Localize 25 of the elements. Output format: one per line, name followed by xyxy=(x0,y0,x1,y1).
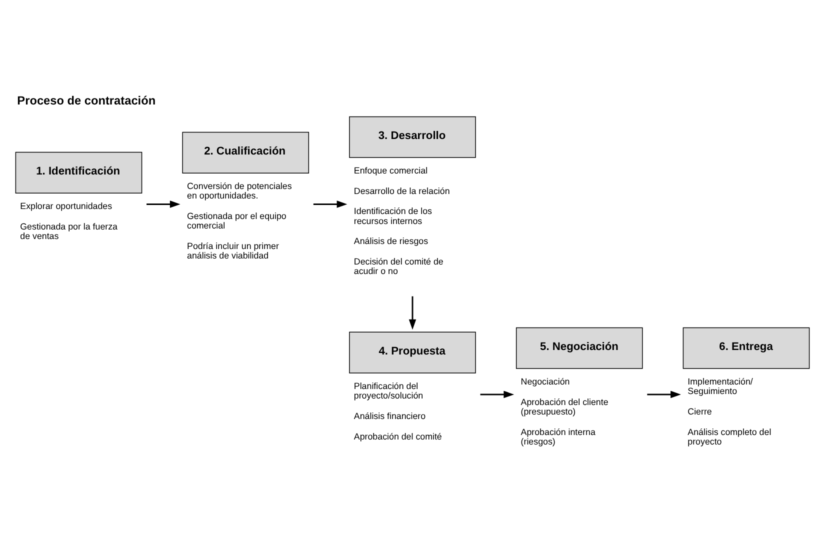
diagram-title: Proceso de contratación xyxy=(17,93,156,108)
node-label: Implementación/ Seguimiento xyxy=(688,376,753,396)
arrow xyxy=(408,296,416,330)
node-label: Análisis completo del proyecto xyxy=(688,426,772,446)
arrow xyxy=(146,200,180,208)
arrow xyxy=(313,200,348,208)
node-label: Aprobación interna (riesgos) xyxy=(520,426,596,446)
node-label: Análisis financiero xyxy=(354,410,426,420)
node-label: Podría incluir un primer análisis de viabilidad xyxy=(187,240,279,260)
node-label: Negociación xyxy=(520,376,570,386)
node-label: Enfoque comercial xyxy=(354,165,428,176)
node-label: Aprobación del cliente (presupuesto) xyxy=(520,396,608,416)
node-label: Identificación de los recursos internos xyxy=(354,206,432,226)
arrow xyxy=(480,390,514,398)
node-label: Aprobación del comité xyxy=(354,430,442,441)
node-label: Conversión de potenciales en oportunidades. xyxy=(187,180,292,200)
node-label: Decisión del comité de acudir o no xyxy=(354,256,444,276)
node-label: Planificación del proyecto/solución xyxy=(354,380,424,400)
node-label: Gestionada por la fuerza de ventas xyxy=(20,220,118,241)
arrow xyxy=(647,390,681,398)
node-label: Análisis de riesgos xyxy=(354,236,428,246)
node-label: Cierre xyxy=(688,406,712,416)
node-label: Desarrollo de la relación xyxy=(354,185,450,196)
node-label: Explorar oportunidades xyxy=(20,200,112,211)
node-label: Gestionada por el equipo comercial xyxy=(187,210,286,230)
